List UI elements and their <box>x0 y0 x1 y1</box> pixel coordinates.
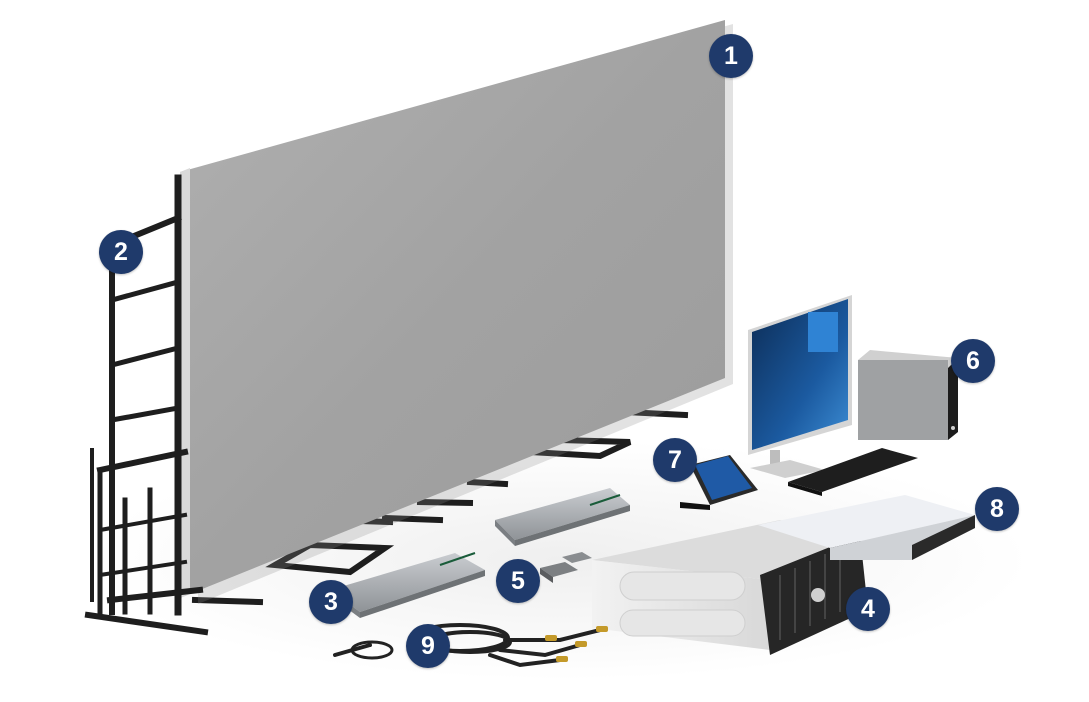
callout-marker-6: 6 <box>951 339 995 383</box>
led-video-wall <box>180 20 725 598</box>
marker-label: 1 <box>724 41 738 70</box>
marker-label: 8 <box>990 494 1004 523</box>
operator-monitor <box>748 295 852 478</box>
callout-marker-8: 8 <box>975 487 1019 531</box>
callout-marker-9: 9 <box>406 624 450 668</box>
marker-label: 7 <box>668 445 682 474</box>
callout-marker-1: 1 <box>709 34 753 78</box>
callout-marker-4: 4 <box>846 587 890 631</box>
led-wall-edge <box>180 168 190 598</box>
callout-marker-3: 3 <box>309 580 353 624</box>
cable-connectors <box>545 626 608 662</box>
marker-label: 9 <box>421 631 435 660</box>
callout-marker-2: 2 <box>99 230 143 274</box>
fiber-converter <box>540 552 592 583</box>
keyboard <box>788 448 918 496</box>
marker-label: 5 <box>511 566 525 595</box>
touch-control-panel <box>680 455 758 510</box>
marker-label: 2 <box>114 237 128 266</box>
callout-marker-7: 7 <box>653 438 697 482</box>
marker-label: 4 <box>861 594 875 623</box>
control-pc <box>858 350 958 440</box>
receiving-card-box-2 <box>495 488 630 546</box>
marker-label: 6 <box>966 346 980 375</box>
callout-marker-5: 5 <box>496 559 540 603</box>
rack-server <box>758 495 975 560</box>
marker-label: 3 <box>324 587 338 616</box>
mounting-frame <box>84 174 209 636</box>
signal-cables <box>333 623 602 668</box>
